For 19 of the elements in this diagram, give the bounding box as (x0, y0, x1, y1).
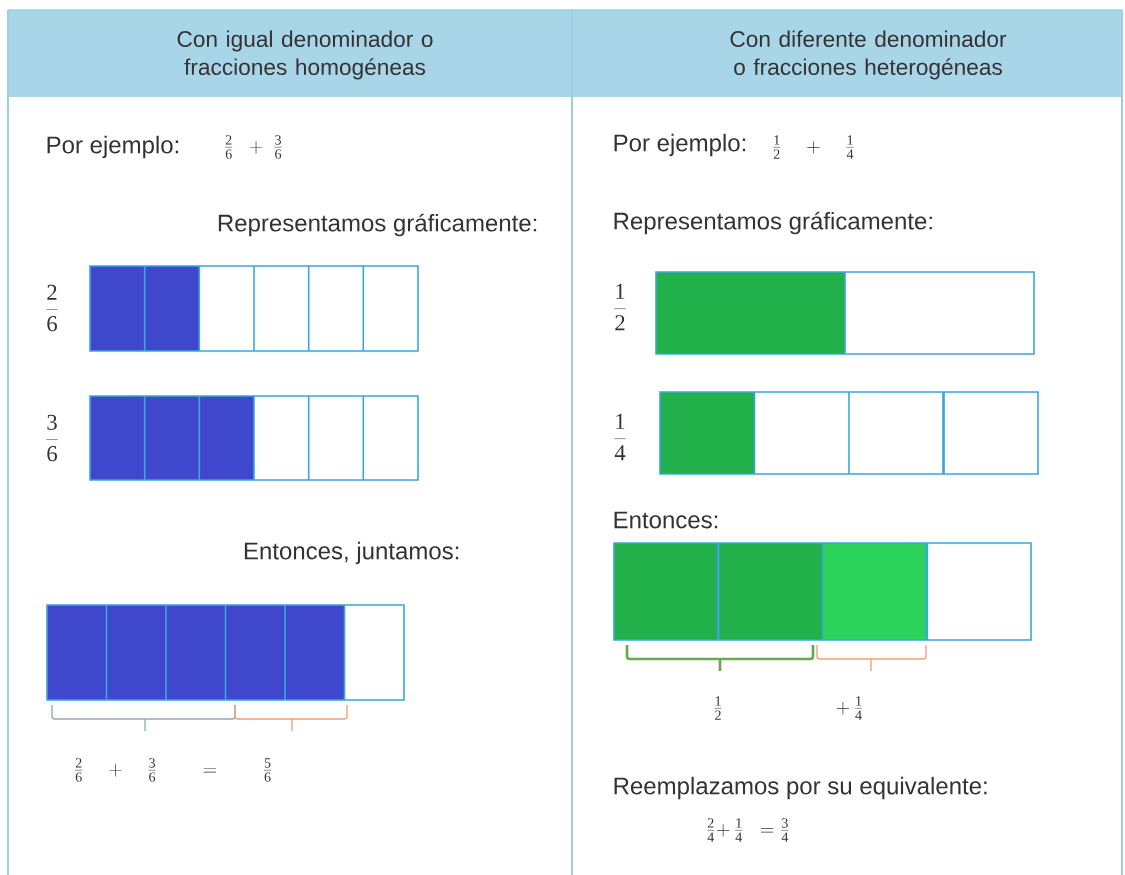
fraction-sum: $\frac{2}{6}\;\;+\;\frac{3}{6}$ (225, 135, 282, 159)
column-header: Con diferente denominador o fracciones heterogéneas (730, 30, 1007, 80)
section-text: Representamos gráficamente: (218, 213, 537, 237)
fraction-sum: $\frac{1}{2}\quad+\quad\frac{1}{4}$ (773, 135, 854, 159)
fraction: $\frac{2}{6}$ (46, 284, 58, 332)
section-text: Entonces: (614, 511, 718, 529)
fraction: $\frac{3}{6}$ (46, 414, 58, 462)
fraction-equation: $\frac{2}{6}\quad+\quad\frac{3}{6}\qquad=\qquad\frac{5}{6}$ (75, 758, 272, 782)
section-text: Entonces, juntamos: (244, 541, 459, 565)
section-text: Representamos gráficamente: (614, 211, 932, 235)
example-text: Por ejemplo: (47, 135, 179, 159)
fraction: $\frac{1}{2}$ (714, 696, 722, 720)
fraction: $\frac{1}{4}$ (614, 413, 626, 461)
example-text: Por ejemplo: (614, 133, 746, 157)
fraction-equation: $\frac{2}{4}{+}\,\frac{1}{4}\;\;=\frac{3}{4}$ (707, 818, 789, 842)
fraction-sum: $+\,\frac{1}{4}$ (836, 696, 863, 720)
fraction: $\frac{1}{2}$ (614, 283, 626, 331)
section-text: Reemplazamos por su equivalente: (614, 776, 987, 800)
column-header: Con igual denominador o fracciones homogéneas (177, 30, 433, 80)
